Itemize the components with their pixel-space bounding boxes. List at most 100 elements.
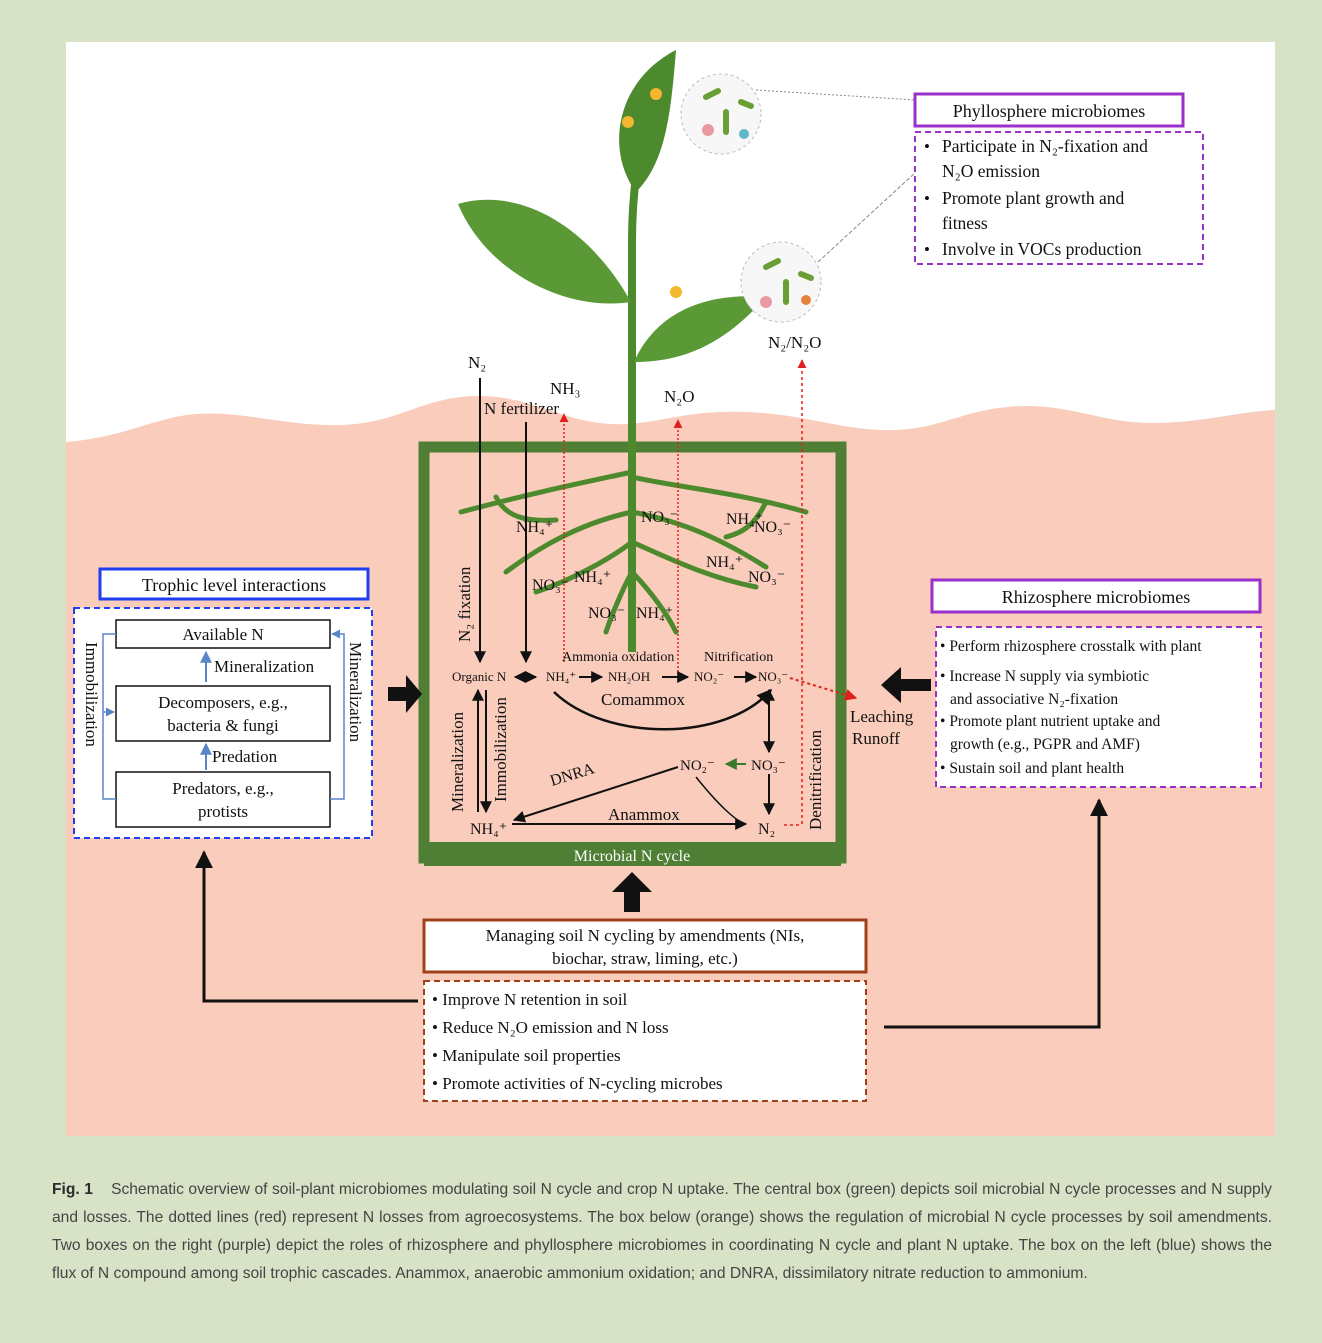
phyllo-bullet-1: • (924, 137, 930, 156)
trophic-mineralization-label: Mineralization (346, 642, 365, 743)
rhizosphere-title: Rhizosphere microbiomes (1002, 587, 1190, 607)
mineralization-up-label: Mineralization (214, 657, 315, 676)
rhizo-item-3: • Promote plant nutrient uptake and (940, 713, 1160, 730)
rhizo-item-2: • Increase N supply via symbiotic (940, 668, 1149, 685)
rhizo-item-2b: and associative N₂-fixation (950, 691, 1118, 708)
organic-n-label: Organic N (452, 669, 507, 684)
upper-left-leaf (458, 199, 631, 304)
anammox-label: Anammox (608, 805, 680, 824)
root-no3-2: NO₃⁻ (754, 519, 791, 536)
predation-label: Predation (212, 747, 278, 766)
amendments-items-box (423, 980, 867, 1102)
amend-item-3: • Manipulate soil properties (432, 1046, 621, 1065)
predators-box (115, 771, 331, 828)
n2o-top-label: N₂O (664, 387, 694, 406)
stomata-dot-3 (670, 286, 682, 298)
no3-lower: NO₃⁻ (751, 758, 786, 774)
green-box-label: Microbial N cycle (574, 848, 690, 865)
nitrification-label: Nitrification (704, 650, 773, 665)
root-nh4-5: NH₄⁺ (636, 605, 673, 622)
n2-out-label: N₂ (758, 821, 775, 838)
amend-to-cycle-arrow (612, 872, 652, 912)
phyllo-bullet-3: • (924, 240, 930, 259)
amendments-title-box (422, 918, 868, 974)
root-nh4-4: NH₄⁺ (574, 569, 611, 586)
caption-text: Schematic overview of soil-plant microbi… (52, 1181, 1272, 1282)
decomposers-line-2: bacteria & fungi (167, 716, 279, 735)
no2-anammox-curve (695, 776, 747, 825)
available-n-label: Available N (182, 625, 263, 644)
nh3-label: NH₃ (550, 379, 581, 398)
immobilization-bracket (102, 633, 116, 800)
figure-caption: Fig. 1 Schematic overview of soil-plant … (52, 1176, 1272, 1288)
available-n-box (115, 619, 331, 649)
mineralization-bracket (330, 629, 345, 800)
comammox-curve (553, 688, 772, 731)
microbe-dot-4 (801, 295, 811, 305)
root-no3-5: NO₃⁻ (588, 605, 625, 622)
comammox-label: Comammox (601, 690, 686, 709)
n-fertilizer-label: N fertilizer (484, 399, 559, 418)
mineralization-label: Mineralization (448, 711, 467, 812)
n2-n2o-label: N₂/N₂O (768, 333, 821, 352)
microbe-dot-1 (702, 124, 714, 136)
amend-item-4: • Promote activities of N-cycling microb… (432, 1074, 723, 1093)
root-nh4-1: NH₄⁺ (516, 519, 553, 536)
runoff-label: Runoff (852, 729, 900, 748)
stomata-dot-1 (650, 88, 662, 100)
diagram-canvas: Microbial N cycle Phyllosphere microbiom… (66, 50, 1275, 1136)
amendments-title-line-1: Managing soil N cycling by amendments (N… (486, 926, 805, 945)
no2-main: NO₂⁻ (694, 669, 724, 684)
leader-line-bottom (817, 171, 917, 263)
predators-line-1: Predators, e.g., (172, 779, 274, 798)
rhizosphere-items-box (935, 626, 1262, 788)
root-no3-4: NO₃⁻ (532, 577, 569, 594)
n2-input-label: N₂ (468, 353, 486, 372)
microbe-shapes (703, 88, 814, 305)
nh4-lower: NH₄⁺ (470, 821, 507, 838)
phyllosphere-title-box (913, 92, 1185, 128)
microbe-dot-2 (739, 129, 749, 139)
denitrification-label: Denitrification (806, 729, 825, 830)
stomata-dot-2 (622, 116, 634, 128)
nh4-main: NH₄⁺ (546, 669, 576, 684)
phyllo-bullet-2: • (924, 189, 930, 208)
right-leaf (634, 296, 766, 362)
n2-fixation-label: N₂ fixation (455, 566, 474, 642)
nh2oh-label: NH₂OH (608, 669, 650, 684)
root-nh4-2: NH₄⁺ (726, 511, 763, 528)
phyllosphere-items-box (914, 131, 1204, 265)
dnra-arrow (512, 766, 679, 823)
amend-item-1: • Improve N retention in soil (432, 990, 628, 1009)
amend-item-2: • Reduce N₂O emission and N loss (432, 1018, 669, 1037)
trophic-immobilization-label: Immobilization (82, 642, 101, 747)
phyllo-item-1b: N₂O emission (942, 161, 1040, 181)
top-leaf (619, 50, 676, 192)
no2-lower: NO₂⁻ (680, 758, 715, 774)
phyllo-item-3: Involve in VOCs production (942, 239, 1142, 259)
rhizo-to-cycle-arrow (881, 667, 931, 703)
phyllosphere-microbe-circle-bottom (740, 241, 822, 323)
leaching-label: Leaching (850, 707, 914, 726)
root-no3-3: NO₃⁻ (748, 569, 785, 586)
no3-main: NO₃⁻ (758, 669, 788, 684)
ammonia-oxidation-label: Ammonia oxidation (562, 650, 674, 665)
phyllosphere-title: Phyllosphere microbiomes (953, 101, 1145, 121)
trophic-to-cycle-arrow (388, 675, 422, 713)
rhizo-item-3b: growth (e.g., PGPR and AMF) (950, 736, 1140, 753)
amend-to-rhizo-line (884, 798, 1108, 1029)
rhizo-item-1: • Perform rhizosphere crosstalk with pla… (940, 638, 1202, 655)
phyllo-item-1: Participate in N₂-fixation and (942, 136, 1148, 156)
root-nh4-3: NH₄⁺ (706, 554, 743, 571)
phyllosphere-microbe-circle-top (680, 73, 762, 155)
green-box-label-band (424, 842, 841, 866)
leader-line-top (755, 89, 917, 101)
rhizo-item-4: • Sustain soil and plant health (940, 760, 1124, 777)
plant-roots (458, 469, 809, 635)
trophic-title: Trophic level interactions (142, 575, 326, 595)
phyllo-item-2: Promote plant growth and (942, 188, 1125, 208)
amend-to-trophic-line (195, 850, 418, 1003)
figure-panel: Microbial N cycle Phyllosphere microbiom… (66, 42, 1275, 1136)
phyllo-item-2b: fitness (942, 213, 988, 233)
immobilization-label: Immobilization (491, 697, 510, 802)
